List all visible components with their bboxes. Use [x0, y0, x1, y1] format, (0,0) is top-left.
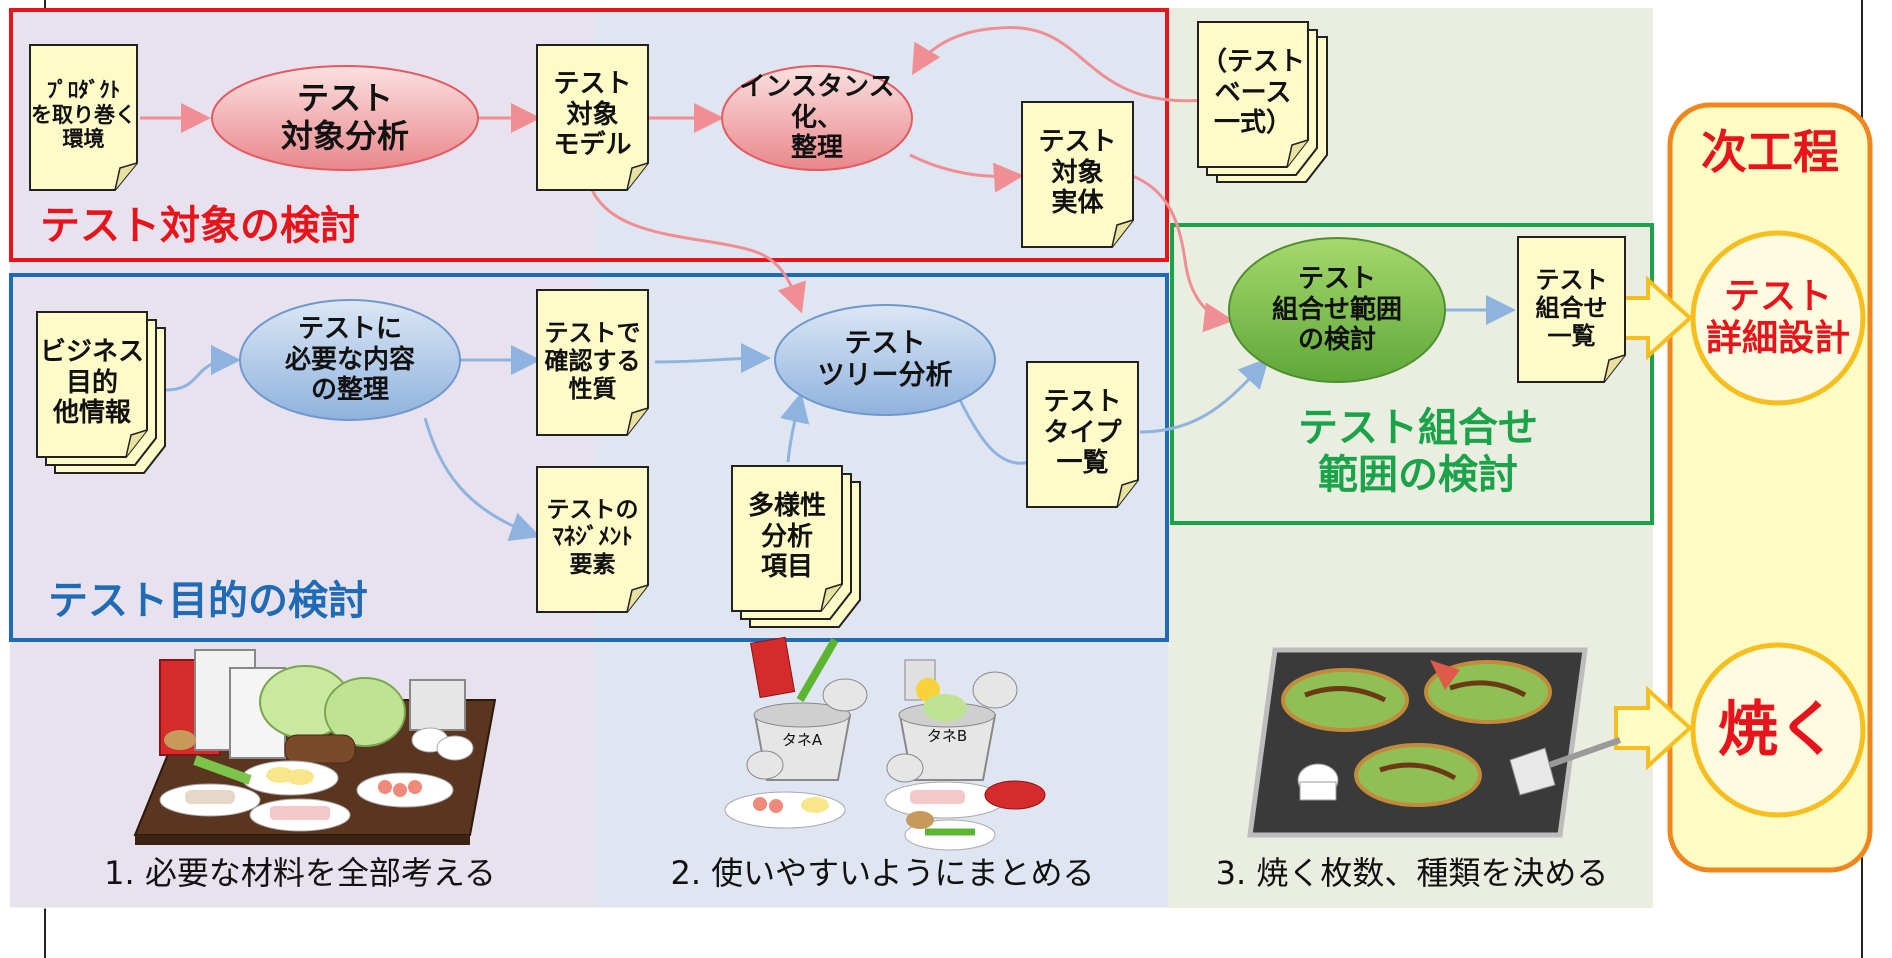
connector-tree-to-typelist — [958, 399, 1031, 465]
caption-step1: 1. 必要な材料を全部考える — [104, 854, 496, 892]
doc-diversity-stack — [731, 465, 861, 628]
doc-diversity-label: 多様性 分析 項目 — [747, 490, 826, 583]
connector-model-to-tree — [588, 184, 807, 314]
purpose-section-frame — [9, 273, 1169, 642]
doc-target-entity-label: テスト 対象 実体 — [1038, 126, 1117, 219]
section-title-target: テスト対象の検討 — [40, 203, 360, 249]
doc-management-label: テストの ﾏﾈｼﾞﾒﾝﾄ 要素 — [546, 497, 639, 578]
connector-entity-to-combination — [1129, 173, 1234, 333]
ellipse-instantiate — [721, 65, 913, 171]
ellipse-content-organize — [239, 299, 461, 421]
section-title-purpose: テスト目的の検討 — [48, 578, 368, 624]
section-title-combination: テスト組合せ 範囲の検討 — [1298, 405, 1538, 499]
caption-step3: 3. 焼く枚数、種類を決める — [1215, 854, 1609, 892]
connector-typelist-to-combination — [1139, 357, 1270, 434]
caption-step2: 2. 使いやすいようにまとめる — [670, 854, 1095, 892]
process-instantiate: インスタンス化、 整理 — [739, 71, 895, 164]
bake-circle — [1690, 642, 1866, 818]
ellipse-target-analysis — [211, 65, 479, 171]
next-step-detail-design: テスト 詳細設計 — [1705, 275, 1850, 359]
doc-target-entity — [1021, 101, 1134, 248]
connector-business-to-organize — [164, 345, 241, 392]
combination-section-frame — [1170, 223, 1654, 525]
doc-business-stack — [36, 311, 166, 474]
ingredients-illustration — [133, 649, 497, 845]
arrow-to-bake — [1614, 685, 1693, 771]
process-combination-scope: テスト 組合せ範囲 の検討 — [1271, 263, 1402, 356]
doc-product-env — [29, 44, 138, 191]
ellipse-combination-scope — [1228, 237, 1446, 383]
doc-confirm-property — [536, 289, 649, 436]
doc-management — [536, 466, 649, 613]
doc-test-base-label: （テスト ベース 一式） — [1200, 46, 1305, 139]
batter-b-label: タネB — [926, 727, 968, 745]
next-step-bake: 焼く — [1718, 694, 1838, 765]
connector-organize-to-management — [423, 417, 541, 542]
doc-combination-list — [1517, 236, 1626, 383]
next-step-title: 次工程 — [1701, 125, 1839, 179]
doc-test-base-stack — [1197, 21, 1328, 183]
doc-business-info-label: ビジネス 目的 他情報 — [39, 336, 144, 429]
process-content-organize: テストに 必要な内容 の整理 — [284, 313, 415, 406]
doc-product-env-label: ﾌﾟﾛﾀﾞｸﾄ を取り巻く 環境 — [31, 77, 136, 152]
doc-combination-list-label: テスト 組合せ 一覧 — [1535, 265, 1608, 351]
target-section-frame — [9, 8, 1169, 262]
connector-property-to-tree — [654, 343, 771, 374]
connector-testbase-to-instantiate — [911, 26, 1206, 103]
doc-confirm-property-label: テストで 確認する 性質 — [544, 318, 641, 404]
doc-target-model — [536, 44, 649, 191]
process-tree-analysis: テスト ツリー分析 — [817, 328, 953, 391]
ellipse-tree-analysis — [774, 304, 996, 416]
doc-target-model-label: テスト 対象 モデル — [553, 68, 632, 161]
doc-test-type-list-label: テスト タイプ 一覧 — [1043, 386, 1122, 479]
connector-diversity-to-tree — [780, 392, 810, 463]
batter-bowls-illustration — [724, 636, 1046, 851]
detail-design-circle — [1690, 230, 1866, 406]
batter-a-label: タネA — [781, 731, 823, 749]
doc-test-type-list — [1026, 361, 1139, 508]
process-target-analysis: テスト 対象分析 — [280, 79, 409, 155]
griddle-illustration — [1247, 647, 1621, 838]
connector-instantiate-to-entity — [909, 153, 1024, 193]
